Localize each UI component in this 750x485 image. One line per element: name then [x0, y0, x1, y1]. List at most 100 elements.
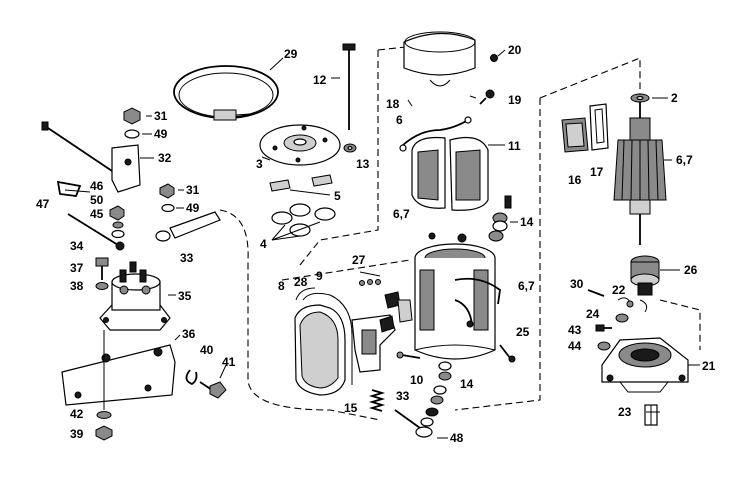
bushing-part-23 — [644, 404, 658, 426]
screw-part-19 — [479, 89, 495, 105]
label-16: 16 — [568, 173, 582, 187]
label-33-lower: 33 — [396, 389, 410, 403]
label-12: 12 — [313, 73, 327, 87]
brush-clips-part-5 — [269, 174, 333, 196]
washer-stack-lower-part-14 — [420, 361, 452, 427]
label-28: 28 — [294, 275, 308, 289]
washer-part-24 — [615, 313, 629, 323]
mounting-bracket-part-36 — [61, 330, 176, 410]
label-49-lower: 49 — [186, 201, 200, 215]
label-23: 23 — [618, 405, 632, 419]
label-2: 2 — [671, 91, 678, 105]
label-1: 6,7 — [676, 153, 693, 167]
label-6: 6 — [396, 113, 403, 127]
stud-part-34 — [67, 213, 125, 251]
label-21: 21 — [702, 359, 716, 373]
field-coils-part-11 — [411, 136, 505, 211]
solenoid-part-35 — [99, 261, 171, 331]
bolt-part-37 — [95, 257, 109, 280]
washer-part-45 — [111, 229, 125, 239]
label-5: 5 — [334, 189, 341, 203]
label-3: 3 — [256, 157, 263, 171]
terminal-stud-lower-part-33 — [394, 409, 433, 438]
bracket-part-47 — [56, 180, 91, 197]
label-33-upper: 33 — [180, 251, 194, 265]
spring-part-15 — [368, 389, 386, 412]
label-20: 20 — [508, 43, 522, 57]
label-19: 19 — [508, 93, 522, 107]
label-11: 11 — [508, 139, 521, 153]
label-29: 29 — [284, 47, 298, 61]
field-frame-housing — [414, 232, 501, 360]
label-38: 38 — [70, 279, 84, 293]
label-42: 42 — [70, 407, 84, 421]
label-40: 40 — [200, 343, 214, 357]
cover-band-part-18 — [403, 31, 476, 87]
screw-part-25 — [499, 344, 516, 363]
label-10: 10 — [410, 373, 424, 387]
terminal-strap-part-32 — [41, 121, 141, 193]
clip-part-22 — [617, 297, 648, 313]
label-13: 13 — [356, 157, 370, 171]
washer-part-42 — [96, 411, 112, 419]
label-22: 22 — [612, 283, 626, 297]
label-44: 44 — [568, 339, 582, 353]
lockwasher-part-50 — [112, 221, 124, 229]
armature-part-1 — [613, 100, 667, 245]
brush-part-16 — [561, 117, 589, 153]
label-26: 26 — [684, 263, 698, 277]
nut-part-39 — [95, 425, 113, 441]
washer-part-38 — [95, 282, 109, 290]
label-27: 27 — [352, 253, 366, 267]
label-24: 24 — [586, 307, 600, 321]
label-15: 15 — [344, 401, 358, 415]
lockwasher-part-49-upper — [124, 129, 140, 139]
washer-part-13 — [343, 143, 357, 153]
label-39: 39 — [70, 427, 84, 441]
label-45: 45 — [90, 207, 104, 221]
clamp-band-part-29 — [173, 57, 284, 121]
label-36: 36 — [182, 327, 196, 341]
label-41: 41 — [222, 355, 236, 369]
pin-part-30 — [587, 289, 605, 297]
screw-part-43 — [595, 324, 612, 332]
nut-part-31-lower — [159, 183, 175, 199]
lead-part-33-upper — [155, 211, 221, 242]
nut-part-31-upper — [123, 107, 141, 125]
washer-part-44 — [597, 341, 611, 351]
label-17: 17 — [590, 165, 604, 179]
label-32: 32 — [158, 151, 172, 165]
nut-part-46 — [109, 205, 125, 221]
label-47: 47 — [36, 197, 50, 211]
drive-pinion-part-26 — [630, 255, 660, 296]
washer-part-2 — [630, 93, 650, 103]
label-49-upper: 49 — [154, 127, 168, 141]
label-14-lower: 14 — [460, 377, 474, 391]
gasket-part-28 — [295, 287, 353, 385]
through-bolt-part-12 — [331, 43, 356, 130]
lockwasher-part-40 — [185, 369, 198, 386]
label-8: 8 — [278, 279, 285, 293]
label-31-upper: 31 — [154, 109, 168, 123]
label-43: 43 — [568, 323, 582, 337]
brush-part-17 — [589, 103, 609, 151]
label-4: 4 — [260, 237, 267, 251]
label-6-7-left: 6,7 — [393, 207, 410, 221]
field-lead-part-6 — [399, 116, 472, 152]
cover-plate-part-8 — [294, 304, 346, 396]
part-labels: 6,7 2 3 4 5 6 6,7 6,7 8 9 10 11 12 13 14… — [36, 43, 716, 445]
label-18: 18 — [386, 97, 400, 111]
label-6-7-right: 6,7 — [518, 279, 535, 293]
lockwasher-part-49-lower — [161, 203, 175, 213]
label-30: 30 — [570, 277, 584, 291]
label-34: 34 — [70, 239, 84, 253]
screw-part-10 — [396, 351, 421, 359]
leader-lines — [140, 49, 700, 439]
label-35: 35 — [178, 289, 192, 303]
terminal-hardware-upper-part-14 — [488, 195, 518, 242]
label-14-upper: 14 — [520, 215, 534, 229]
label-48: 48 — [450, 431, 464, 445]
label-9: 9 — [316, 269, 323, 283]
brush-holder-part-9 — [351, 291, 413, 373]
end-plate-part-3 — [259, 124, 341, 166]
